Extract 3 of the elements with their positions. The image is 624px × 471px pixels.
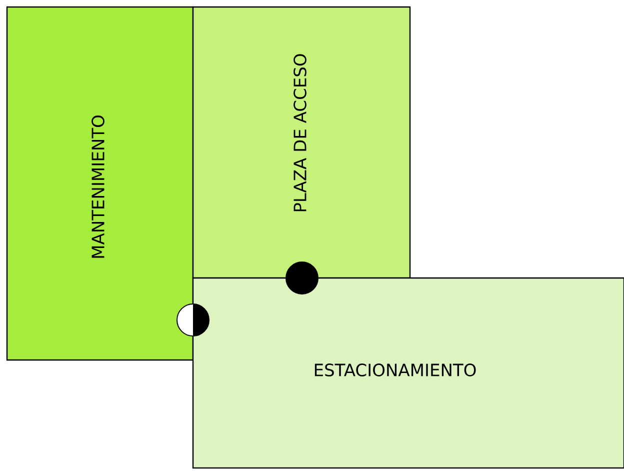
zone-box: ESTACIONAMIENTO (192, 277, 624, 469)
zone-box: PLAZA DE ACCESO (192, 6, 411, 279)
zone-box: MANTENIMIENTO (6, 6, 194, 361)
